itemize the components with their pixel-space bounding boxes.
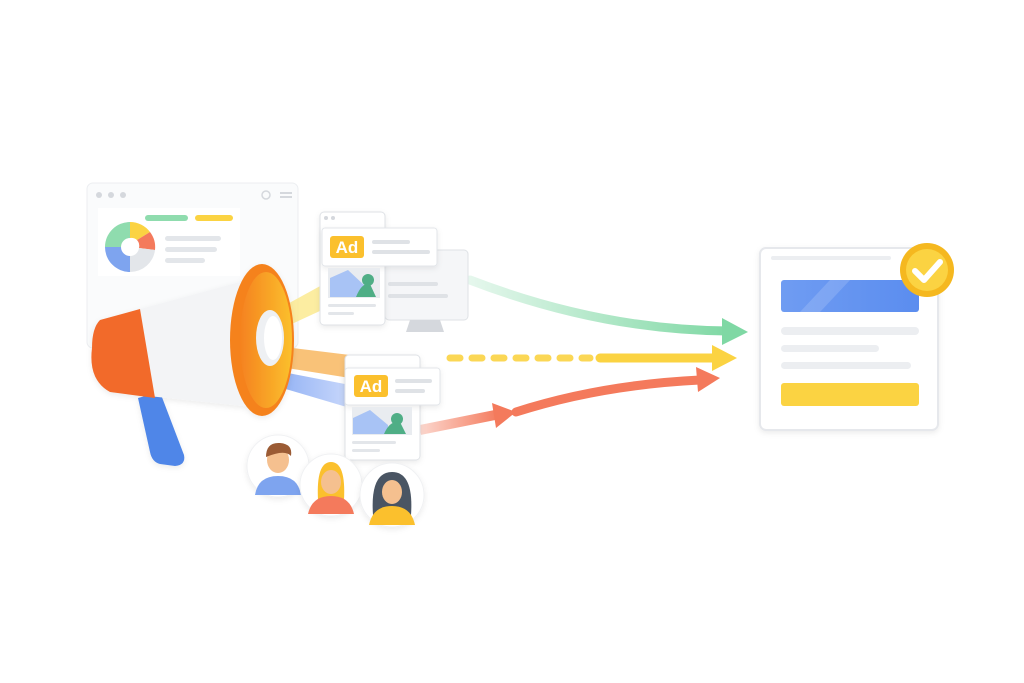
person-avatar-icon xyxy=(299,453,363,517)
ad-badge-label: Ad xyxy=(336,238,359,257)
ad-badge-label: Ad xyxy=(360,377,383,396)
checkmark-badge-icon xyxy=(900,243,954,297)
donut-chart-icon xyxy=(105,222,156,273)
person-avatar-icon xyxy=(359,462,425,528)
ad-card-mobile: Ad xyxy=(344,354,441,461)
cta-button[interactable] xyxy=(781,383,919,406)
ad-badge xyxy=(330,236,364,258)
monitor-icon xyxy=(384,249,469,332)
image-icon xyxy=(328,268,380,298)
dashboard-window xyxy=(86,182,299,349)
landing-page-card xyxy=(759,247,939,431)
megaphone-icon xyxy=(91,264,294,466)
person-avatar-icon xyxy=(246,434,310,498)
hero-banner xyxy=(781,280,919,312)
arrow-green xyxy=(465,275,748,345)
image-icon xyxy=(352,407,412,435)
ad-badge xyxy=(354,375,388,397)
arrow-red xyxy=(419,367,720,435)
arrow-yellow-dotted xyxy=(446,345,737,371)
ad-card-desktop: Ad xyxy=(319,211,469,332)
